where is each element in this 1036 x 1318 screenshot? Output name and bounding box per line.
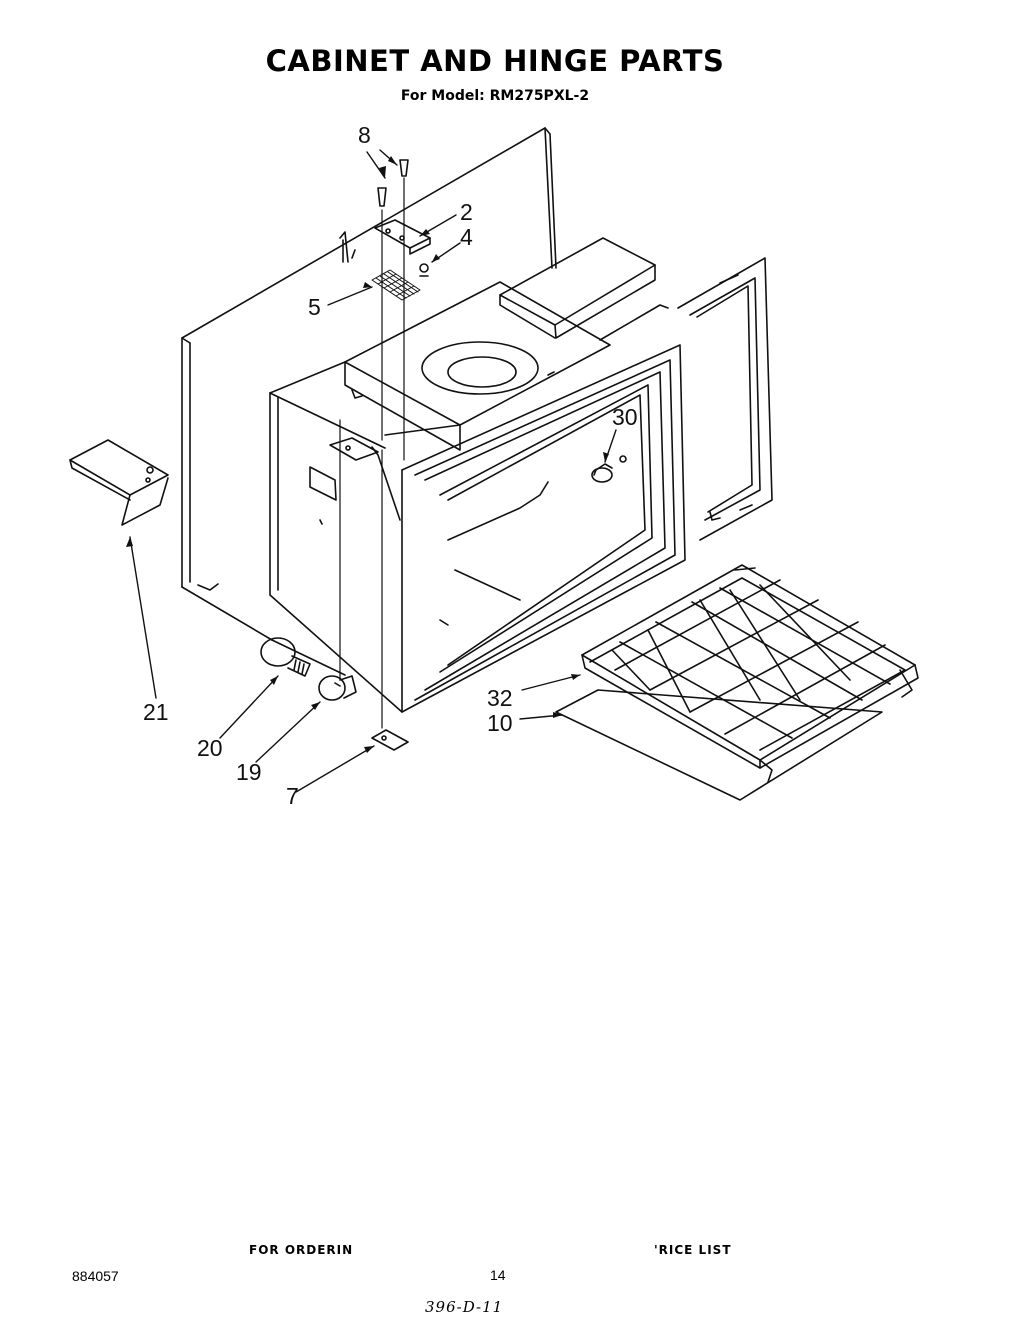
callout-5: 5 <box>308 294 321 320</box>
hinge-alignment-lines <box>339 177 405 729</box>
callout-4: 4 <box>460 224 473 250</box>
callout-32: 32 <box>487 685 513 711</box>
leader-arrowheads <box>126 156 609 753</box>
right-side-panel <box>677 257 773 541</box>
callout-20: 20 <box>197 735 223 761</box>
cabinet-wrapper <box>181 127 557 641</box>
light-assembly-30 <box>591 455 627 483</box>
callout-21: 21 <box>143 699 169 725</box>
callout-30: 30 <box>612 404 638 430</box>
page-title: CABINET AND HINGE PARTS <box>265 44 725 78</box>
callout-2: 2 <box>460 199 473 225</box>
footer-page-number: 14 <box>490 1267 506 1283</box>
callout-10: 10 <box>487 710 513 736</box>
lamp-bulb-20 <box>260 637 311 677</box>
hinge-pin-7 <box>371 729 409 751</box>
tray-10 <box>555 689 883 801</box>
leader-lines <box>129 149 617 793</box>
lamp-socket-19 <box>318 675 357 701</box>
footer-document-number: 884057 <box>72 1268 119 1284</box>
model-subtitle: For Model: RM275PXL-2 <box>400 88 590 104</box>
bracket-21 <box>69 439 169 526</box>
callout-8: 8 <box>358 122 371 148</box>
footer-price-list-note: 'RICE LIST <box>654 1243 732 1257</box>
lower-hinge-bracket <box>329 424 461 521</box>
cavity-top <box>344 281 611 451</box>
hinge-hardware <box>339 159 431 277</box>
top-component-box <box>499 237 669 341</box>
front-frame <box>401 344 686 713</box>
footer-handwritten-code: 396-D-11 <box>425 1298 504 1316</box>
cavity-housing <box>269 361 403 713</box>
shelf-rack-32 <box>581 564 919 783</box>
callout-19: 19 <box>236 759 262 785</box>
mesh-screen-5 <box>371 269 421 301</box>
footer-ordering-note: FOR ORDERIN <box>249 1243 354 1257</box>
callout-7: 7 <box>286 783 299 809</box>
